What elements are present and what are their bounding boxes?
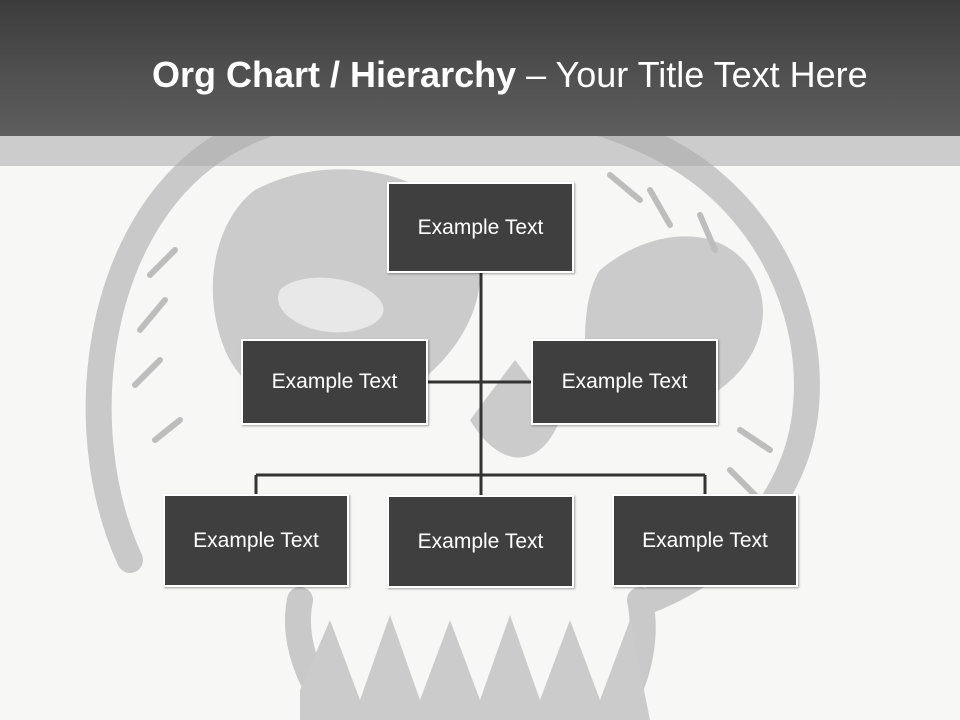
org-node-assistant-left[interactable]: Example Text <box>241 339 428 425</box>
title-bar <box>0 0 960 136</box>
org-node-label: Example Text <box>417 215 544 239</box>
org-node-label: Example Text <box>561 370 688 393</box>
slide-title[interactable]: Org Chart / Hierarchy – Your Title Text … <box>152 52 868 98</box>
slide-title-bold-part: Org Chart / Hierarchy <box>152 54 517 95</box>
slide-title-separator: – <box>516 54 556 95</box>
org-node-child-left[interactable]: Example Text <box>163 494 349 587</box>
org-node-label: Example Text <box>271 370 398 393</box>
org-node-root[interactable]: Example Text <box>387 182 574 273</box>
org-node-assistant-right[interactable]: Example Text <box>531 339 718 425</box>
title-accent-band <box>0 136 960 166</box>
org-node-label: Example Text <box>417 529 544 553</box>
slide-title-rest: Your Title Text Here <box>555 54 868 95</box>
org-node-child-right[interactable]: Example Text <box>612 494 798 587</box>
org-node-label: Example Text <box>642 528 768 552</box>
org-node-child-center[interactable]: Example Text <box>387 495 574 588</box>
org-node-label: Example Text <box>193 528 319 552</box>
